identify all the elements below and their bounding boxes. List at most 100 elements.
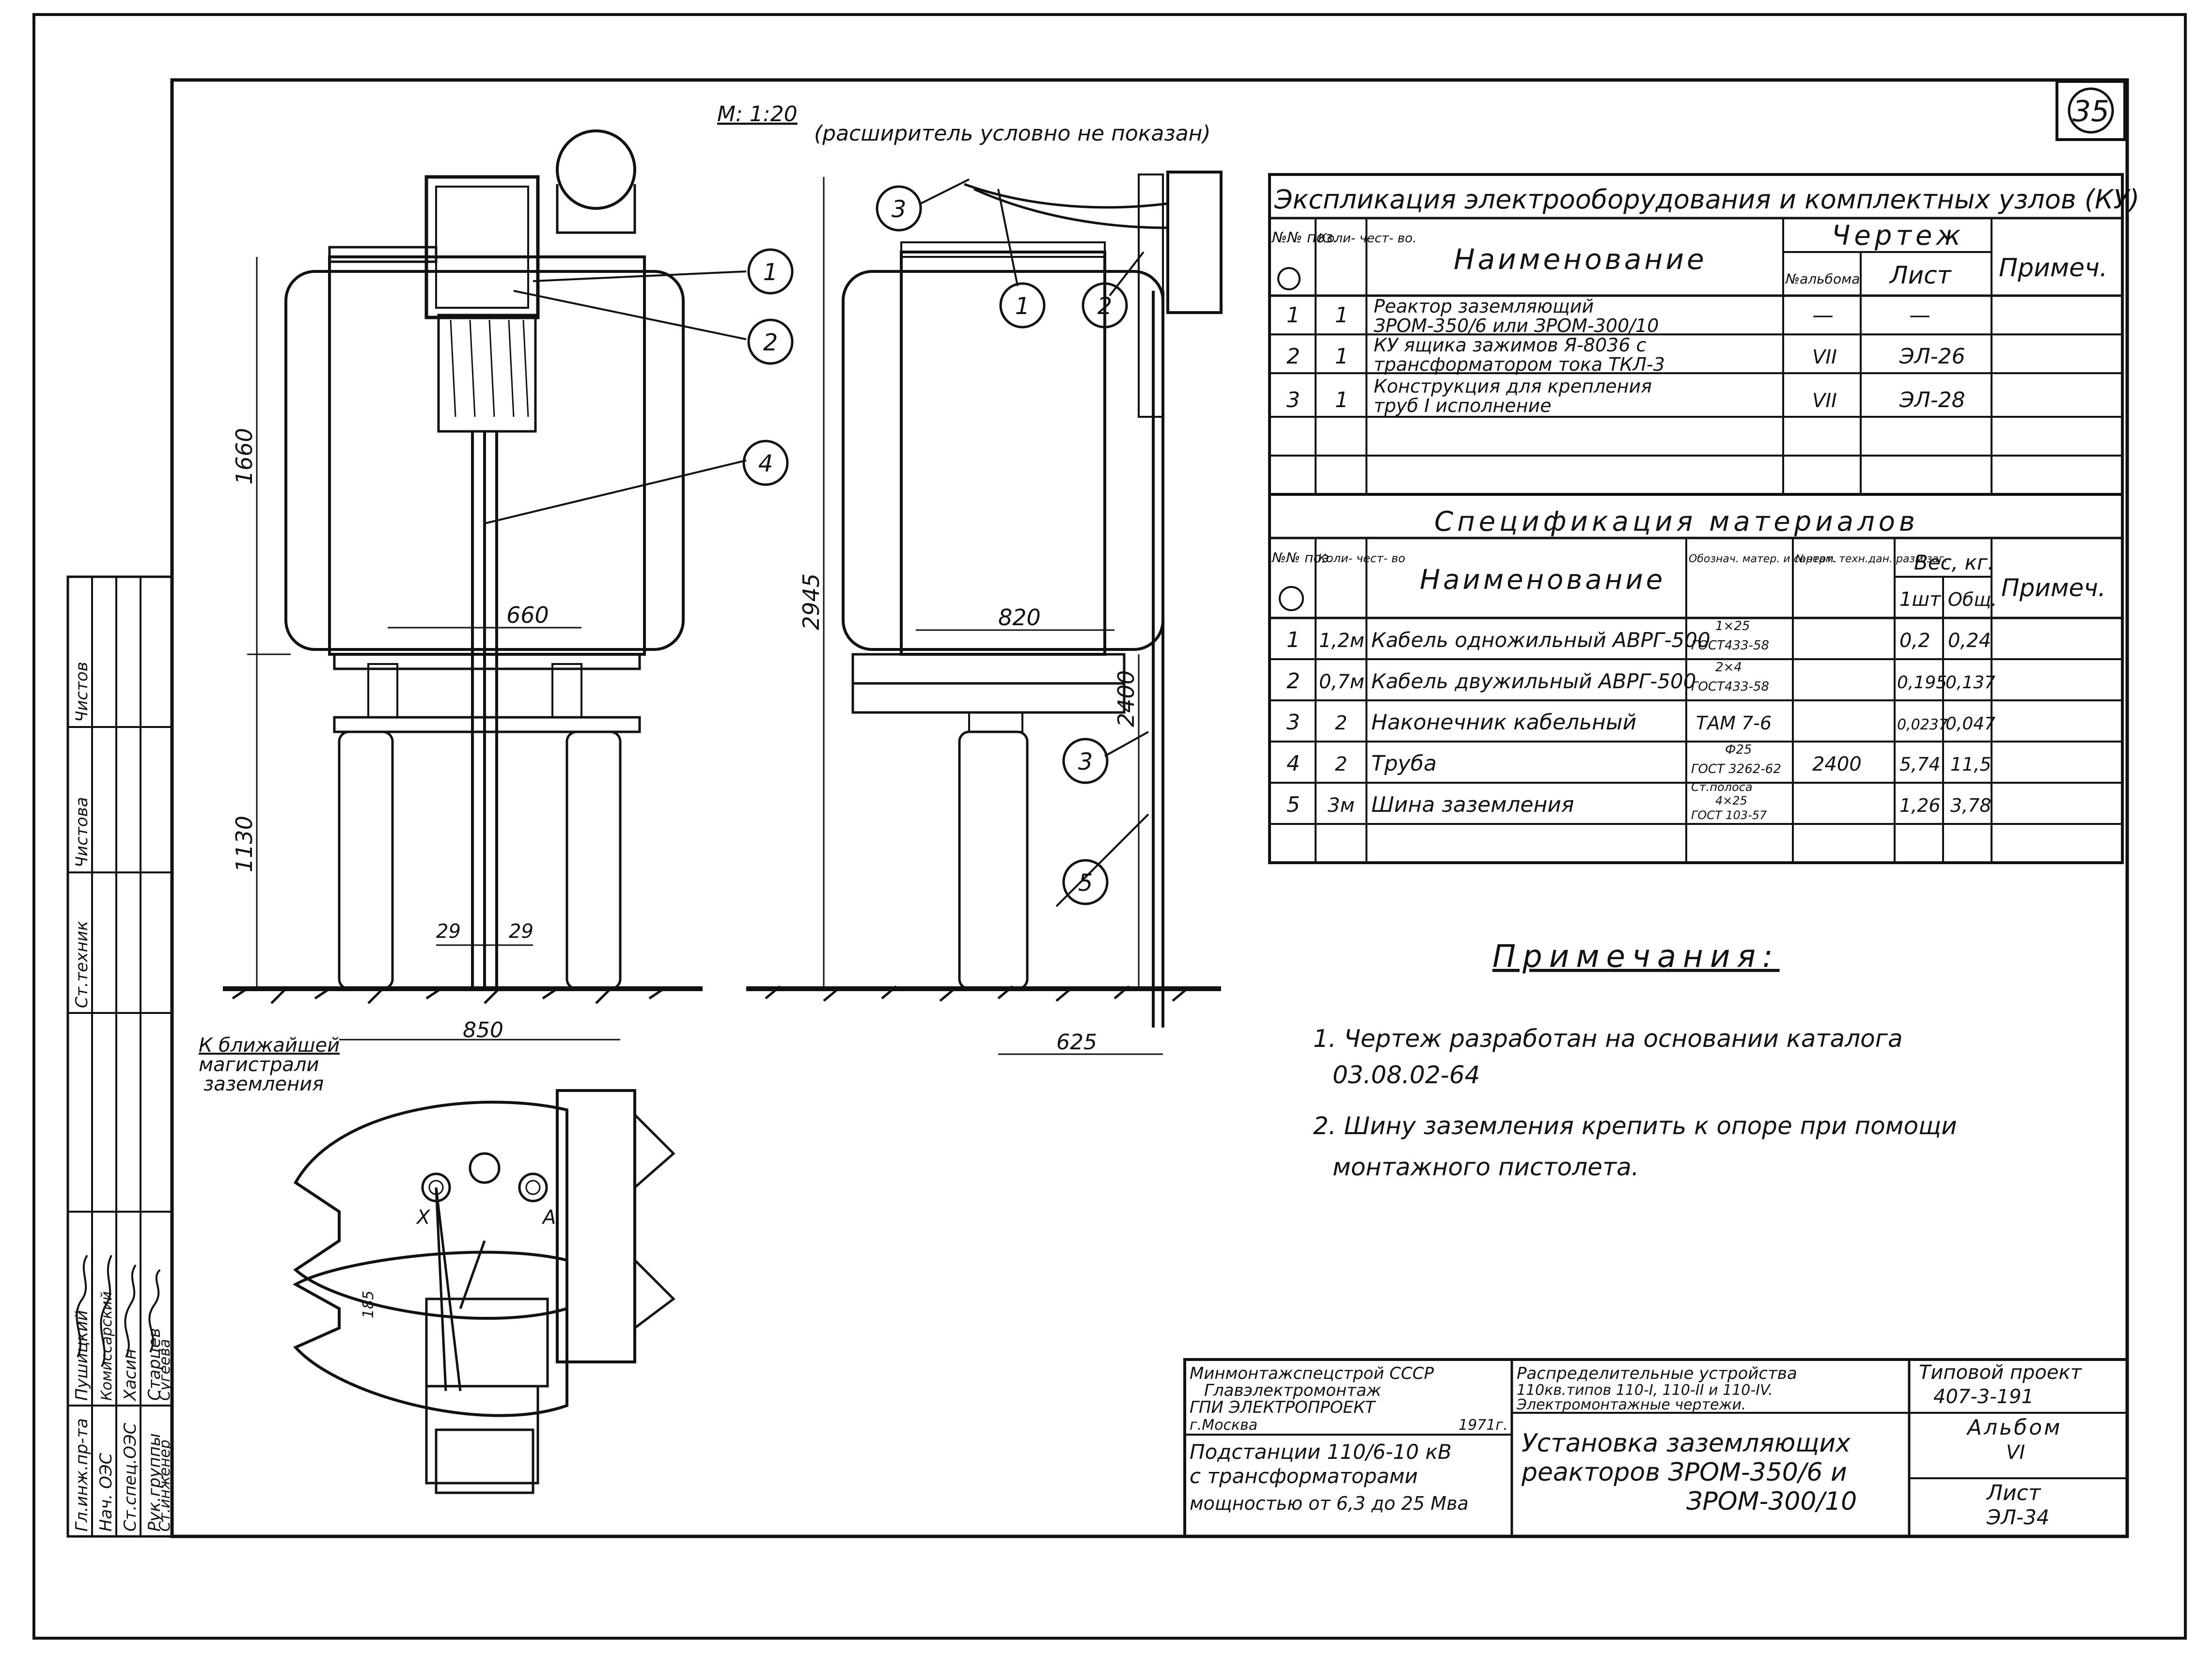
tb-subject-3: мощностью от 6,3 до 25 Мва [1190, 1493, 1469, 1514]
side-view: 2945 2400 820 625 [746, 171, 1223, 1055]
svg-text:Кабель двужильный АВРГ-500: Кабель двужильный АВРГ-500 [1371, 669, 1696, 693]
tb-org-2: Главэлектромонтаж [1204, 1381, 1381, 1400]
svg-text:11,5: 11,5 [1950, 754, 1992, 775]
svg-text:1: 1 [1286, 303, 1300, 328]
svg-text:0,0237: 0,0237 [1897, 716, 1948, 733]
svg-text:ЭЛ-28: ЭЛ-28 [1899, 388, 1965, 412]
stamp-role-5: Ст.инженер [157, 1439, 173, 1532]
svg-text:5,74: 5,74 [1899, 754, 1941, 775]
mat-row-4: 4 2 Труба Ф25 ГОСТ 3262-62 2400 5,74 11,… [1286, 743, 1992, 776]
tb-sheet-label: Лист [1986, 1481, 2041, 1505]
stamp-name-1: Пушицкий [72, 1310, 92, 1401]
eq-hdr-sheet: Лист [1889, 261, 1952, 289]
plan-view: Х А 185 [292, 1089, 675, 1494]
tb-subject-1: Подстанции 110/6-10 кВ [1190, 1440, 1452, 1464]
note-1-line-2: 03.08.02-64 [1333, 1061, 1480, 1089]
svg-text:4: 4 [1286, 751, 1300, 776]
eq-hdr-drawing: Чертеж [1832, 220, 1964, 252]
svg-text:ГОСТ433-58: ГОСТ433-58 [1691, 680, 1769, 694]
tb-project-no: 407-3-191 [1933, 1386, 2034, 1408]
svg-text:5: 5 [1286, 792, 1300, 817]
eq-hdr-qty: Коли- чест- во. [1318, 231, 1416, 246]
stamp-role-8: Чистов [72, 662, 92, 722]
svg-text:труб I исполнение: труб I исполнение [1374, 395, 1552, 416]
dim-625: 625 [1056, 1030, 1097, 1055]
stamp-role-1: Гл.инж.пр-та [72, 1418, 92, 1532]
eq-hdr-note: Примеч. [1999, 253, 2107, 283]
svg-text:Наконечник кабельный: Наконечник кабельный [1371, 710, 1636, 735]
dim-1660: 1660 [231, 428, 257, 485]
svg-text:—: — [1909, 303, 1930, 328]
eq-hdr-name: Наименование [1454, 243, 1707, 276]
svg-text:Реактор заземляющий: Реактор заземляющий [1374, 296, 1594, 317]
stamp-role-7: Чистова [72, 797, 92, 868]
tb-org-1: Минмонтажспецстрой СССР [1190, 1364, 1434, 1383]
stamp-name-5: Сугеева [157, 1339, 173, 1401]
materials-table-title: Спецификация материалов [1434, 506, 1919, 538]
callout-4-front: 4 [742, 440, 789, 486]
svg-text:2: 2 [1286, 669, 1300, 694]
svg-text:ГОСТ433-58: ГОСТ433-58 [1691, 638, 1769, 653]
notes-title: Примечания: [1492, 939, 1780, 975]
ground-label-3: заземления [204, 1073, 324, 1095]
mat-row-5: 5 3м Шина заземления Ст.полоса 4×25 ГОСТ… [1286, 780, 1992, 822]
eq-hdr-pos: №№ поз. [1271, 229, 1337, 246]
dim-29b: 29 [509, 920, 533, 943]
dim-820: 820 [998, 604, 1041, 631]
svg-text:0,24: 0,24 [1948, 630, 1991, 652]
svg-text:2×4: 2×4 [1715, 660, 1742, 675]
svg-text:Ст.полоса: Ст.полоса [1691, 780, 1753, 794]
svg-text:5: 5 [1078, 870, 1093, 897]
ground-label-2: магистрали [199, 1054, 319, 1076]
eq-row-1: 1 1 Реактор заземляющий ЗРОМ-350/6 или З… [1286, 296, 1930, 336]
stamp-role-6: Ст.техник [72, 920, 92, 1008]
tb-org-3: ГПИ ЭЛЕКТРОПРОЕКТ [1190, 1398, 1376, 1417]
mat-hdr-doc: №черт. техн.дан. разм.заг. [1795, 553, 1947, 565]
plan-label-x: Х [416, 1206, 431, 1229]
tb-series-1: Распределительные устройства [1517, 1364, 1797, 1383]
sheet-badge-number: 35 [2072, 95, 2109, 128]
svg-text:0,047: 0,047 [1945, 714, 1995, 734]
svg-text:1,2м: 1,2м [1319, 630, 1365, 652]
eq-row-3: 3 1 Конструкция для крепления труб I исп… [1286, 376, 1965, 416]
svg-text:Ф25: Ф25 [1725, 743, 1752, 757]
tb-project-label: Типовой проект [1919, 1361, 2083, 1384]
svg-text:3: 3 [1286, 388, 1300, 412]
signature-3 [124, 1264, 137, 1358]
svg-text:3м: 3м [1328, 794, 1355, 817]
svg-text:1: 1 [1335, 344, 1349, 369]
dim-2400: 2400 [1113, 670, 1139, 727]
svg-text:2: 2 [763, 329, 778, 356]
stamp-role-2: Нач. ОЭС [96, 1453, 116, 1532]
callout-2-side: 2 [1082, 282, 1128, 329]
callout-2-front: 2 [747, 318, 794, 365]
svg-text:3,78: 3,78 [1950, 795, 1992, 816]
svg-text:2: 2 [1098, 293, 1113, 320]
tb-title-2: реакторов ЗРОМ-350/6 и [1521, 1458, 1847, 1487]
note-2-line-2: монтажного пистолета. [1333, 1153, 1639, 1181]
svg-text:VII: VII [1812, 346, 1837, 368]
svg-text:3: 3 [1078, 748, 1093, 775]
svg-text:ГОСТ 103-57: ГОСТ 103-57 [1691, 808, 1767, 822]
svg-text:Труба: Труба [1371, 751, 1437, 776]
svg-text:4×25: 4×25 [1715, 794, 1747, 807]
note-1-line-1: 1. Чертеж разработан на основании катало… [1313, 1025, 1903, 1053]
ground-label-1: К ближайшей [199, 1034, 340, 1057]
tb-sheet-no: ЭЛ-34 [1986, 1505, 2050, 1529]
mat-hdr-note: Примеч. [2001, 574, 2106, 602]
svg-text:ЭЛ-26: ЭЛ-26 [1899, 344, 1965, 369]
svg-text:Шина заземления: Шина заземления [1371, 792, 1574, 817]
tb-series-3: Электромонтажные чертежи. [1516, 1396, 1746, 1413]
callout-3-side-top: 3 [876, 185, 922, 232]
svg-text:трансформатором тока ТКЛ-3: трансформатором тока ТКЛ-3 [1374, 354, 1665, 375]
mat-hdr-designation: Обознач. матер. и сортам. [1689, 553, 1837, 565]
dim-29a: 29 [436, 920, 461, 943]
eq-row-2: 2 1 КУ ящика зажимов Я-8036 с трансформа… [1286, 334, 1965, 375]
svg-text:1×25: 1×25 [1715, 619, 1750, 633]
svg-text:VII: VII [1812, 390, 1837, 412]
tb-series-2: 110кв.типов 110-I, 110-II и 110-IV. [1517, 1382, 1773, 1399]
mat-hdr-total: Общ. [1948, 589, 1997, 610]
mat-hdr-pos: №№ поз. [1271, 550, 1333, 566]
side-stamp: Гл.инж.пр-та Нач. ОЭС Ст.спец.ОЭС Рук.гр… [66, 575, 173, 1538]
